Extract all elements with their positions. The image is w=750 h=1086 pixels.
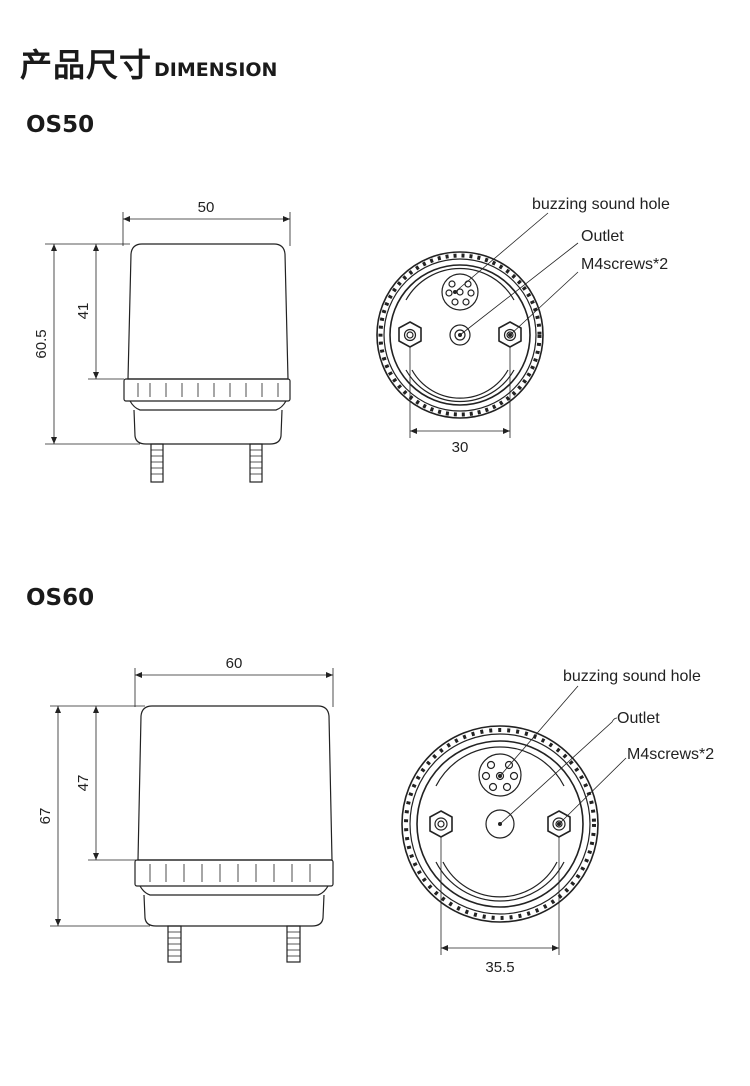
os50-total-height-dim: 60.5	[33, 329, 50, 358]
os60-top-view: 35.5 buzzing sound hole Outlet M4screws*…	[401, 668, 714, 976]
os60-sound-hole-label: buzzing sound hole	[563, 668, 701, 685]
os60-width-dim: 60	[226, 655, 243, 672]
os50-side-view: 50 60.5 41	[33, 199, 291, 483]
os50-screws-label: M4screws*2	[581, 256, 668, 273]
os60-outlet-label: Outlet	[617, 710, 660, 727]
os60-body-height-dim: 47	[75, 775, 92, 792]
os50-sound-hole-label: buzzing sound hole	[532, 196, 670, 213]
os60-screws-label: M4screws*2	[627, 746, 714, 763]
os60-hole-spacing-dim: 35.5	[485, 959, 514, 976]
os50-body-height-dim: 41	[75, 303, 92, 320]
model-name-os50: OS50	[26, 112, 95, 138]
page-title-en: DIMENSION	[154, 59, 278, 81]
os60-side-view: 60 67 47	[37, 655, 334, 963]
os50-hole-spacing-dim: 30	[452, 439, 469, 456]
os50-top-view: 30 buzzing sound hole Outlet M4screws*2	[376, 196, 670, 456]
page-title-cn: 产品尺寸	[20, 46, 153, 84]
model-name-os60: OS60	[26, 585, 95, 611]
os60-total-height-dim: 67	[37, 808, 54, 825]
os50-width-dim: 50	[198, 199, 215, 216]
os50-outlet-label: Outlet	[581, 228, 624, 245]
